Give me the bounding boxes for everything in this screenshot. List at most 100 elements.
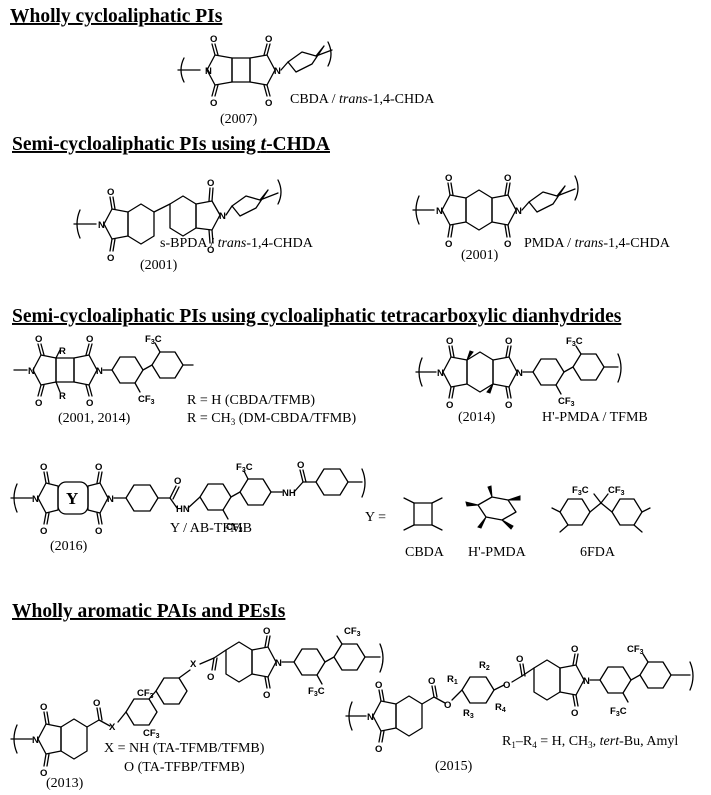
svg-text:N: N xyxy=(32,494,39,505)
svg-text:R2: R2 xyxy=(479,660,490,672)
y-option-hpmda: H'-PMDA xyxy=(465,485,527,560)
svg-text:O: O xyxy=(174,476,181,487)
svg-text:O: O xyxy=(446,336,453,347)
year-cbda-chda: (2007) xyxy=(220,112,258,127)
svg-text:N: N xyxy=(516,368,523,379)
y-equals: Y = xyxy=(365,510,386,525)
svg-text:X: X xyxy=(109,722,116,733)
year-pai: (2013) xyxy=(46,776,84,791)
label-cbda-chda: CBDA / trans-1,4-CHDA xyxy=(290,92,435,107)
svg-text:O: O xyxy=(263,690,270,701)
structure-cbda-tfmb: N N O O O O R R F3C CF3 R = H (CBDA/TFMB… xyxy=(13,334,356,427)
svg-text:O: O xyxy=(35,334,42,345)
heading-semi-cycloaliphatic-tchda: Semi-cycloaliphatic PIs using t-CHDA xyxy=(12,134,330,155)
x-o-label: O (TA-TFBP/TFMB) xyxy=(124,760,245,775)
x-nh-label: X = NH (TA-TFMB/TFMB) xyxy=(104,741,265,756)
svg-text:O: O xyxy=(93,698,100,709)
heading-wholly-aromatic: Wholly aromatic PAIs and PEsIs xyxy=(12,601,286,622)
svg-text:O: O xyxy=(107,253,114,264)
svg-text:HN: HN xyxy=(176,504,190,515)
svg-text:O: O xyxy=(503,680,510,691)
svg-text:O: O xyxy=(446,400,453,411)
svg-text:N: N xyxy=(275,658,282,669)
svg-text:O: O xyxy=(95,526,102,537)
y-option-cbda: CBDA xyxy=(403,497,445,560)
year-hpmda-tfmb: (2014) xyxy=(458,410,496,425)
svg-text:O: O xyxy=(445,173,452,184)
svg-text:N: N xyxy=(32,735,39,746)
r-range-label: R1–R4 = H, CH3, tert-Bu, Amyl xyxy=(502,734,678,750)
svg-text:R: R xyxy=(59,391,66,402)
svg-text:O: O xyxy=(40,702,47,713)
r-ch3-label: R = CH3 (DM-CBDA/TFMB) xyxy=(187,411,356,427)
svg-text:R3: R3 xyxy=(463,708,474,720)
svg-text:O: O xyxy=(428,676,435,687)
svg-text:O: O xyxy=(375,680,382,691)
svg-text:O: O xyxy=(505,400,512,411)
svg-text:O: O xyxy=(265,34,272,45)
svg-text:CF3: CF3 xyxy=(608,485,625,497)
svg-text:N: N xyxy=(274,66,281,77)
svg-text:NH: NH xyxy=(282,488,296,499)
label-y-abtfmb: Y / AB-TFMB xyxy=(170,521,252,536)
svg-text:H'-PMDA: H'-PMDA xyxy=(468,545,527,560)
structure-y-abtfmb: Y N N O O O O O HN NH O F3C CF3 Y / AB-T… xyxy=(10,460,651,560)
svg-text:O: O xyxy=(504,239,511,250)
svg-text:N: N xyxy=(219,211,226,222)
svg-text:O: O xyxy=(265,98,272,109)
svg-text:O: O xyxy=(444,700,451,711)
svg-text:F3C: F3C xyxy=(145,334,162,346)
svg-text:R4: R4 xyxy=(495,702,506,714)
svg-text:R: R xyxy=(59,346,66,357)
label-bpda-chda: s-BPDA / trans-1,4-CHDA xyxy=(160,236,314,251)
svg-text:O: O xyxy=(516,654,523,665)
svg-text:O: O xyxy=(86,398,93,409)
svg-text:R1: R1 xyxy=(447,674,458,686)
svg-text:F3C: F3C xyxy=(566,336,583,348)
year-y-abtfmb: (2016) xyxy=(50,539,88,554)
svg-text:N: N xyxy=(28,366,35,377)
svg-text:O: O xyxy=(445,239,452,250)
svg-text:CF3: CF3 xyxy=(137,688,154,700)
year-bpda-chda: (2001) xyxy=(140,258,178,273)
svg-text:N: N xyxy=(436,206,443,217)
y-option-6fda: F3C CF3 6FDA xyxy=(551,485,651,560)
structure-pmda-chda: N N O O O O PMDA / trans-1,4-CHDA (2001) xyxy=(412,173,671,263)
svg-text:O: O xyxy=(40,526,47,537)
svg-text:N: N xyxy=(107,494,114,505)
svg-text:O: O xyxy=(40,768,47,779)
year-cbda-tfmb: (2001, 2014) xyxy=(58,411,131,426)
label-pmda-chda: PMDA / trans-1,4-CHDA xyxy=(524,236,671,251)
y-label: Y xyxy=(66,489,78,508)
structure-hpmda-tfmb: N N O O O O F3C CF3 H'-PMDA / TFMB (2014… xyxy=(415,336,648,425)
svg-text:F3C: F3C xyxy=(308,686,325,698)
svg-text:N: N xyxy=(98,220,105,231)
svg-text:O: O xyxy=(263,626,270,637)
heading-wholly-cycloaliphatic: Wholly cycloaliphatic PIs xyxy=(10,6,223,27)
svg-text:CF3: CF3 xyxy=(226,522,243,534)
svg-text:N: N xyxy=(96,366,103,377)
svg-text:CF3: CF3 xyxy=(344,626,361,638)
svg-text:O: O xyxy=(207,245,214,256)
svg-text:O: O xyxy=(210,34,217,45)
svg-text:F3C: F3C xyxy=(236,462,253,474)
svg-text:CF3: CF3 xyxy=(143,728,160,740)
svg-text:O: O xyxy=(40,462,47,473)
svg-text:O: O xyxy=(86,334,93,345)
year-pesi: (2015) xyxy=(435,759,473,774)
svg-text:N: N xyxy=(205,66,212,77)
svg-text:O: O xyxy=(207,178,214,189)
svg-text:O: O xyxy=(504,173,511,184)
svg-text:O: O xyxy=(35,398,42,409)
structure-bpda-chda: N N O O O O s-BPDA / trans-1,4-CHDA (200… xyxy=(73,178,314,273)
svg-text:O: O xyxy=(210,98,217,109)
structure-pesi: N N O O O O O O O O R1 R2 R3 R4 CF3 F3C … xyxy=(345,644,694,774)
r-h-label: R = H (CBDA/TFMB) xyxy=(187,393,315,408)
year-pmda-chda: (2001) xyxy=(461,248,499,263)
structure-pai: N N O O O O O O X X CF3 CF3 CF3 F3C X = … xyxy=(10,626,384,791)
svg-text:CBDA: CBDA xyxy=(405,545,445,560)
svg-text:O: O xyxy=(297,460,304,471)
svg-text:O: O xyxy=(107,187,114,198)
svg-text:F3C: F3C xyxy=(572,485,589,497)
